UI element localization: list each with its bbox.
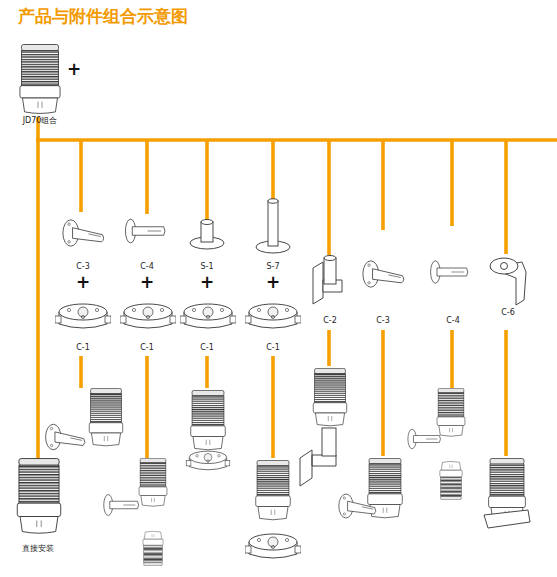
part-label: C-4: [140, 262, 154, 272]
part-label: S-7: [266, 262, 279, 272]
part-label: C-3: [376, 316, 390, 326]
plus-sign: +: [140, 274, 154, 291]
part-label: C-1: [140, 343, 154, 353]
diagram-title: 产品与附件组合示意图: [18, 5, 188, 27]
part-label: C-6: [501, 308, 515, 318]
part-label: JD70组合: [23, 116, 58, 126]
plus-sign: +: [67, 61, 81, 78]
part-label: C-2: [323, 316, 337, 326]
part-label: C-3: [76, 262, 90, 272]
part-label: C-1: [200, 343, 214, 353]
part-label: 直接安装: [22, 544, 54, 554]
part-label: C-4: [446, 316, 460, 326]
part-label: C-1: [76, 343, 90, 353]
plus-sign: +: [200, 274, 214, 291]
part-label: S-1: [200, 262, 213, 272]
plus-sign: +: [266, 274, 280, 291]
plus-sign: +: [76, 274, 90, 291]
part-label: C-1: [266, 343, 280, 353]
